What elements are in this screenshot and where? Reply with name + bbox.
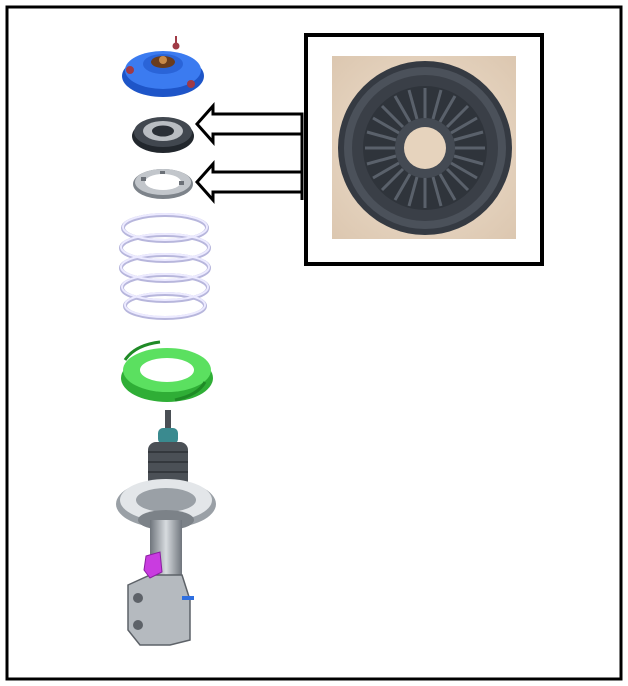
strut-assembly: [116, 410, 216, 646]
top-mount: [122, 36, 204, 97]
lower-spring-seat: [121, 340, 213, 402]
callout-arrows: [194, 102, 304, 204]
strut-mount-bearing-photo: [338, 61, 512, 235]
brake-hose-bracket: [143, 551, 163, 579]
bearing: [132, 117, 194, 153]
photo-inset: [304, 33, 544, 266]
spring-seat-upper: [133, 169, 193, 199]
